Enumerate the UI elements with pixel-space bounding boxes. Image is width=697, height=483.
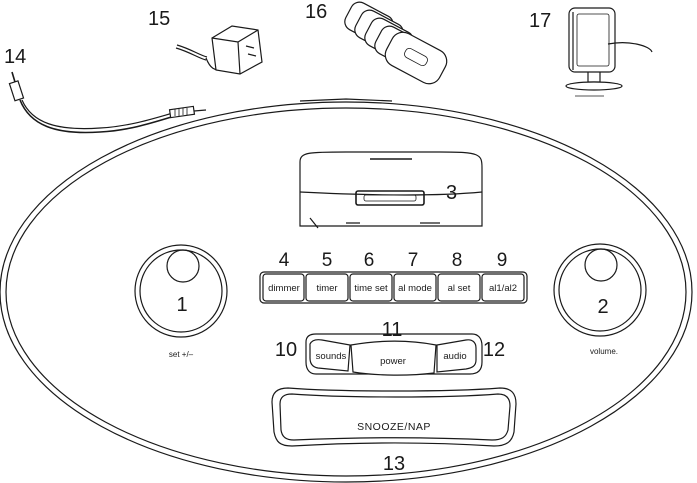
phone-stand-illustration [565, 7, 653, 97]
volume-knob[interactable] [553, 243, 647, 337]
al-mode-button-label: al mode [398, 283, 432, 294]
snooze-nap-label: SNOOZE/NAP [357, 421, 431, 433]
volume-knob-label: volume. [590, 347, 618, 356]
al-set-button-label: al set [448, 283, 471, 294]
callout-13: 13 [383, 453, 405, 475]
middle-button-row [305, 333, 483, 375]
callout-11: 11 [382, 319, 403, 341]
al-mode-button[interactable]: al mode [393, 273, 437, 302]
snooze-nap-button[interactable]: SNOOZE/NAP [271, 387, 517, 447]
dimmer-button[interactable]: dimmer [262, 273, 305, 302]
callout-15: 15 [148, 8, 170, 30]
al-set-button[interactable]: al set [437, 273, 481, 302]
timer-button[interactable]: timer [305, 273, 349, 302]
callout-1: 1 [176, 294, 187, 316]
audio-cable-illustration [8, 71, 207, 134]
top-button-row [259, 271, 528, 304]
clock-radio-body [0, 98, 693, 483]
callout-14: 14 [4, 46, 26, 68]
timer-button-label: timer [316, 283, 337, 294]
callout-17: 17 [529, 10, 551, 32]
sounds-button[interactable]: sounds [309, 339, 351, 372]
callout-12: 12 [483, 339, 505, 361]
dock-inserts-illustration [344, 1, 448, 85]
set-knob-label: set +/– [169, 350, 194, 359]
power-button[interactable]: power [350, 340, 437, 376]
time-set-button[interactable]: time set [349, 273, 393, 302]
callout-2: 2 [597, 296, 608, 318]
callout-4: 4 [279, 250, 290, 271]
callout-9: 9 [497, 250, 508, 271]
callout-6: 6 [364, 250, 375, 271]
audio-button-label: audio [443, 351, 466, 362]
al1-al2-button-label: al1/al2 [489, 283, 517, 294]
callout-5: 5 [322, 250, 333, 271]
callout-8: 8 [452, 250, 463, 271]
callout-16: 16 [305, 1, 327, 23]
callout-3: 3 [446, 182, 457, 204]
time-set-button-label: time set [354, 283, 388, 294]
sounds-button-label: sounds [316, 351, 347, 362]
al1-al2-button[interactable]: al1/al2 [481, 273, 525, 302]
dimmer-button-label: dimmer [268, 283, 300, 294]
callout-7: 7 [408, 250, 419, 271]
power-adapter-illustration [175, 25, 263, 75]
callout-10: 10 [275, 339, 297, 361]
audio-button[interactable]: audio [436, 339, 477, 373]
power-button-label: power [380, 356, 406, 367]
set-knob[interactable] [134, 244, 228, 338]
ipod-dock [299, 151, 483, 229]
